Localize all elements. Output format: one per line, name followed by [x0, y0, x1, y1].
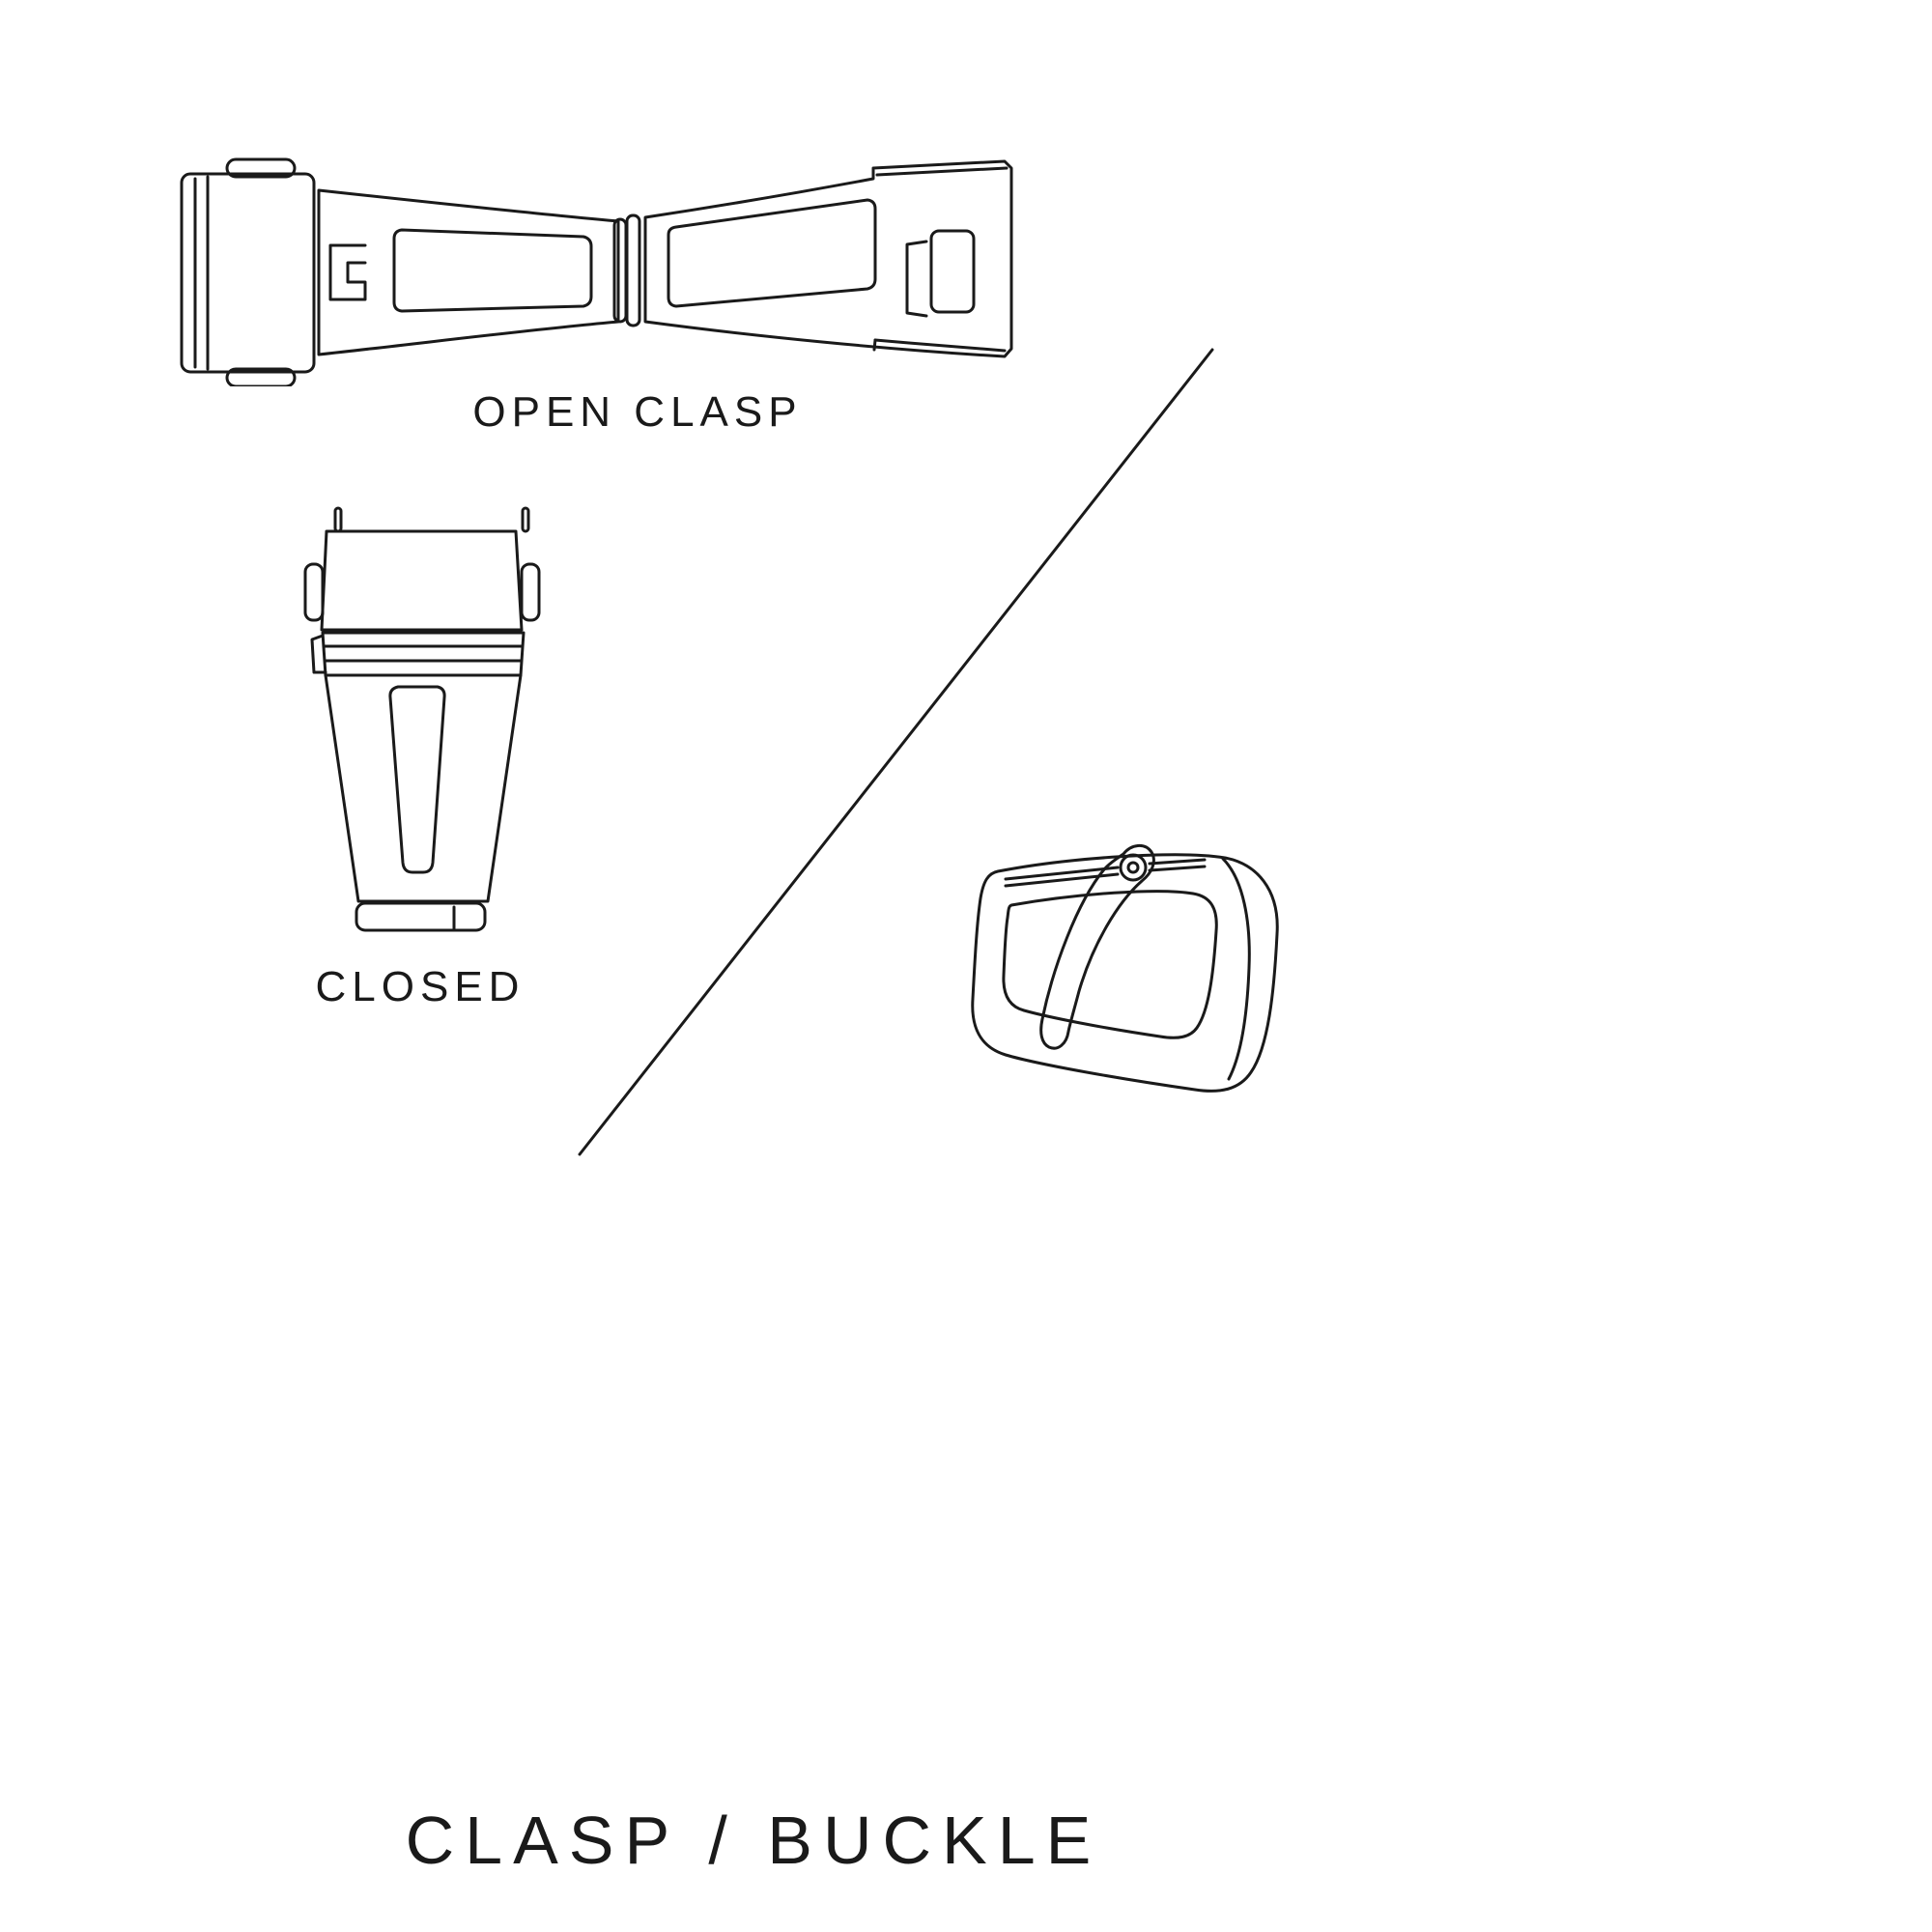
closed-clasp-left-pusher: [303, 562, 325, 622]
buckle-axle: [1004, 866, 1120, 881]
closed-clasp-illustration: [303, 506, 541, 932]
closed-clasp-body: [324, 673, 523, 903]
open-clasp-left-arm: [317, 188, 620, 356]
divider-line: [578, 348, 1214, 1156]
page-title: CLASP / BUCKLE: [405, 1803, 1102, 1878]
buckle-illustration: [971, 844, 1279, 1093]
open-clasp-illustration: [180, 157, 1013, 386]
closed-clasp-label: CLOSED: [315, 963, 526, 1010]
closed-clasp-top-box: [320, 529, 524, 632]
closed-clasp-right-pusher: [520, 562, 541, 622]
buckle-spring-coil: [1119, 853, 1148, 882]
open-clasp-left-endpiece: [180, 172, 316, 374]
open-clasp-label: OPEN CLASP: [472, 388, 803, 436]
buckle-tang: [1039, 844, 1155, 1050]
open-clasp-right-arm: [643, 159, 1013, 358]
open-clasp-hinge: [612, 217, 628, 324]
buckle-frame: [971, 853, 1279, 1093]
